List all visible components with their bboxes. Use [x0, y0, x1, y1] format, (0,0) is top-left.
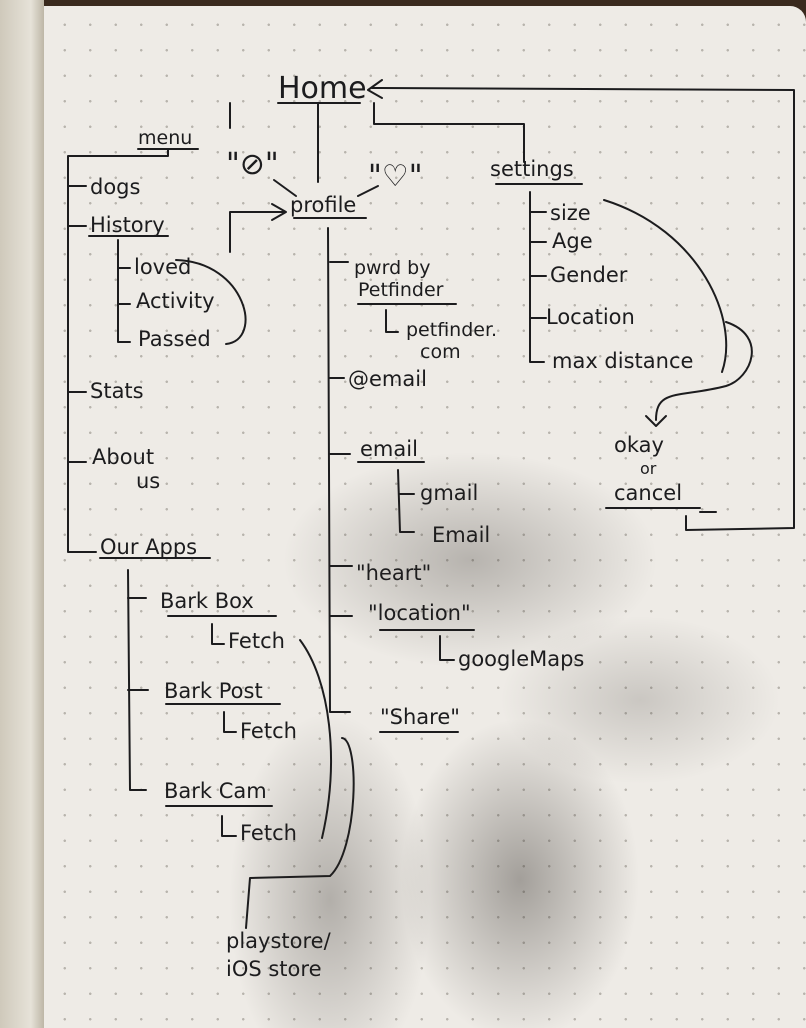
- node-max-distance: max distance: [552, 349, 693, 373]
- node-dogs: dogs: [90, 175, 140, 199]
- profile-branch: "⊘" "♡" profile pwrd by Petfinder petfin…: [226, 147, 584, 729]
- menu-branch: Home menu dogs History loved Activity Pa…: [90, 71, 367, 981]
- node-about-us: us: [136, 469, 160, 493]
- notebook-left-page-edge: [0, 0, 44, 1028]
- node-okay: okay: [614, 433, 664, 457]
- node-cancel: cancel: [614, 481, 682, 505]
- node-dislike: "⊘": [226, 147, 279, 182]
- node-activity: Activity: [136, 289, 215, 313]
- node-setting-location: Location: [546, 305, 635, 329]
- node-home: Home: [278, 71, 367, 106]
- node-gmail: gmail: [420, 481, 478, 505]
- node-history: History: [90, 213, 165, 237]
- node-at-email: @email: [348, 367, 427, 391]
- connector-lines: [67, 79, 795, 929]
- node-ios-store: iOS store: [226, 957, 321, 981]
- node-google-maps: googleMaps: [458, 647, 584, 671]
- node-about: About: [92, 445, 154, 469]
- node-powered-by: pwrd by: [354, 257, 430, 279]
- settings-branch: settings size Age Gender Location max di…: [490, 157, 693, 505]
- node-petfinder-com: petfinder.: [406, 319, 497, 341]
- node-email: email: [360, 437, 418, 461]
- node-bark-cam-fetch: Fetch: [240, 821, 297, 845]
- node-bark-box-fetch: Fetch: [228, 629, 285, 653]
- node-settings: settings: [490, 157, 574, 181]
- node-bark-post: Bark Post: [164, 679, 263, 703]
- node-passed: Passed: [138, 327, 211, 351]
- dot-grid-paper: [44, 6, 806, 1028]
- node-stats: Stats: [90, 379, 144, 403]
- node-profile: profile: [290, 193, 356, 217]
- node-playstore: playstore/: [226, 929, 332, 953]
- node-heart: "heart": [356, 561, 431, 585]
- node-bark-cam: Bark Cam: [164, 779, 267, 803]
- node-menu: menu: [138, 127, 192, 149]
- node-bark-box: Bark Box: [160, 589, 254, 613]
- node-bark-post-fetch: Fetch: [240, 719, 297, 743]
- node-share: "Share": [380, 705, 460, 729]
- node-location: "location": [368, 601, 471, 625]
- node-our-apps: Our Apps: [100, 535, 197, 559]
- node-age: Age: [552, 229, 593, 253]
- node-or: or: [640, 459, 657, 478]
- node-petfinder-com-2: com: [420, 341, 461, 363]
- node-loved: loved: [134, 255, 191, 279]
- node-gender: Gender: [550, 263, 628, 287]
- node-petfinder: Petfinder: [358, 279, 444, 301]
- node-email-sub: Email: [432, 523, 490, 547]
- node-like: "♡": [368, 159, 423, 194]
- node-size: size: [550, 201, 591, 225]
